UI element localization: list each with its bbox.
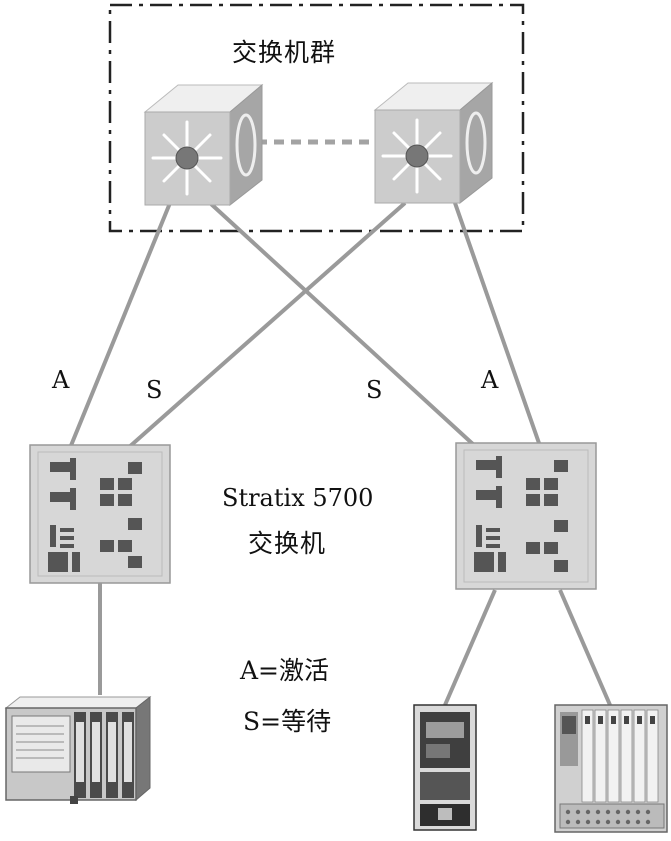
io-rack xyxy=(554,704,668,833)
core-switch-left xyxy=(143,83,264,207)
access-switch-type: 交换机 xyxy=(248,529,327,558)
legend-active: A=激活 xyxy=(240,656,330,685)
link-right-to-core-left xyxy=(208,201,477,448)
plc-controller xyxy=(4,695,152,804)
link-right-switch-to-drive xyxy=(443,589,497,706)
link-right-switch-to-io xyxy=(558,589,612,706)
access-switch-left xyxy=(29,444,171,584)
access-switch-right xyxy=(455,442,597,590)
link-label-left-core-right: S xyxy=(146,376,163,404)
drive-device xyxy=(413,704,477,831)
legend-standby: S=等待 xyxy=(243,707,332,736)
core-switch-right xyxy=(373,81,494,205)
cluster-title: 交换机群 xyxy=(232,38,337,67)
link-left-to-core-left xyxy=(68,202,172,449)
link-left-to-core-right xyxy=(126,201,407,450)
link-label-left-core-left: A xyxy=(52,366,70,394)
link-right-to-core-right xyxy=(453,202,542,447)
link-label-right-core-right: A xyxy=(481,366,499,394)
switch-cluster-boundary xyxy=(108,3,525,233)
access-switch-model: Stratix 5700 xyxy=(222,484,374,512)
link-label-right-core-left: S xyxy=(366,376,383,404)
